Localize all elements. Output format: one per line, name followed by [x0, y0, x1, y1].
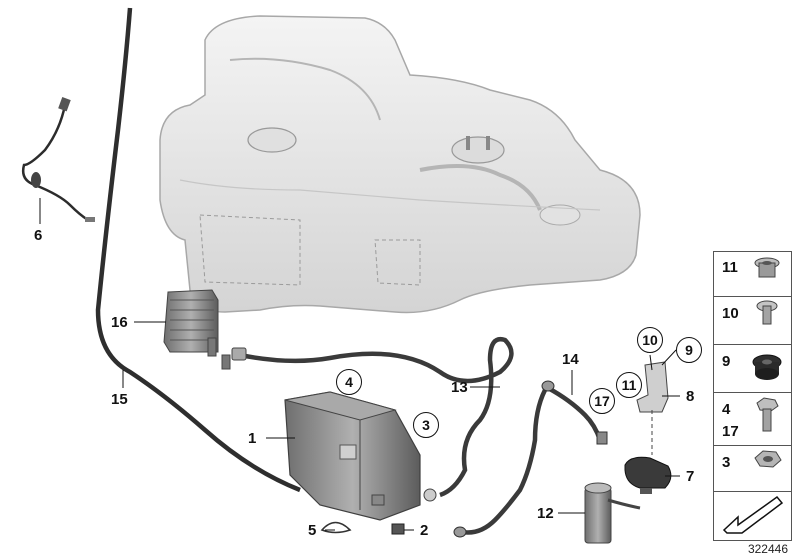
hex-bolt-icon — [756, 397, 779, 432]
valve-7 — [624, 456, 672, 494]
screw-icon — [756, 300, 778, 325]
callout-10-circled: 10 — [637, 327, 663, 353]
callout-5: 5 — [308, 522, 317, 539]
cable-harness — [21, 96, 95, 222]
callout-17-circled: 17 — [589, 388, 615, 414]
callout-16: 16 — [111, 314, 128, 331]
callout-3-circled: 3 — [413, 412, 439, 438]
legend-row: 11 — [714, 252, 791, 297]
legend-row: 9 — [714, 345, 791, 393]
callout-1: 1 — [248, 430, 257, 447]
valve-12 — [584, 482, 641, 544]
legend-label-secondary: 17 — [722, 423, 739, 440]
hose-14 — [453, 380, 608, 538]
reference-number: 322446 — [747, 542, 788, 556]
grommet-icon — [752, 354, 782, 380]
legend-label: 4 — [722, 401, 731, 418]
callout-2: 2 — [420, 522, 429, 539]
callout-7: 7 — [686, 468, 695, 485]
callout-12: 12 — [537, 505, 554, 522]
legend-label: 3 — [722, 454, 731, 471]
arrow-icon — [722, 495, 784, 534]
callout-13: 13 — [451, 379, 468, 396]
callout-11-circled: 11 — [616, 372, 642, 398]
o-ring — [320, 521, 352, 534]
hex-nut-icon — [754, 450, 782, 468]
sleeve-nut-icon — [754, 257, 780, 278]
callout-6: 6 — [34, 227, 43, 244]
callout-8: 8 — [686, 388, 695, 405]
legend-row: 10 — [714, 297, 791, 345]
fuel-tank — [159, 15, 641, 314]
legend-label: 9 — [722, 353, 731, 370]
hardware-legend-panel: 11 10 9 4 17 3 — [713, 251, 792, 541]
clip — [391, 523, 405, 535]
hose-13 — [231, 336, 514, 498]
callout-9-circled: 9 — [676, 337, 702, 363]
callout-15: 15 — [111, 391, 128, 408]
legend-row: 3 — [714, 446, 791, 492]
callout-4-circled: 4 — [336, 369, 362, 395]
legend-label: 10 — [722, 305, 739, 322]
control-unit — [163, 289, 231, 370]
legend-row — [714, 492, 791, 540]
callout-14: 14 — [562, 351, 579, 368]
leader-lines — [39, 198, 680, 531]
legend-row: 4 17 — [714, 393, 791, 446]
vent-hose — [95, 7, 301, 493]
bracket-8 — [636, 361, 669, 455]
activated-carbon-canister — [284, 391, 437, 521]
legend-label: 11 — [722, 259, 738, 276]
